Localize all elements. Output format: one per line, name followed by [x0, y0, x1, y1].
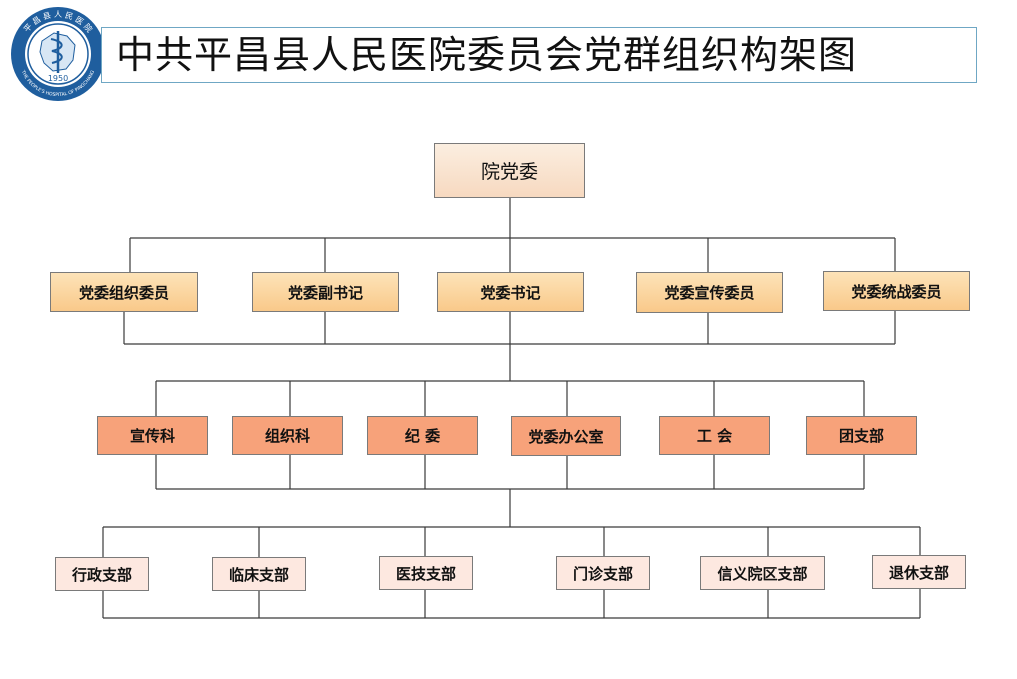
page-title: 中共平昌县人民医院委员会党群组织构架图	[116, 33, 858, 77]
hospital-logo: 平 昌 县 人 民 医 院 THE PEOPLE'S HOSPITAL OF P…	[9, 5, 107, 103]
node-root: 院党委	[434, 143, 585, 198]
node-l1-deputy-secretary: 党委副书记	[252, 272, 399, 312]
node-l3-retired-branch: 退休支部	[872, 555, 966, 589]
node-l3-administrative-branch: 行政支部	[55, 557, 149, 591]
node-l3-clinical-branch: 临床支部	[212, 557, 306, 591]
title-banner: 中共平昌县人民医院委员会党群组织构架图	[101, 27, 977, 83]
node-l1-organization-member: 党委组织委员	[50, 272, 198, 312]
node-l2-youth-league-branch: 团支部	[806, 416, 917, 455]
node-l2-discipline-committee: 纪 委	[367, 416, 478, 455]
node-l1-publicity-member: 党委宣传委员	[636, 272, 783, 313]
node-l1-party-secretary: 党委书记	[437, 272, 584, 312]
node-l2-publicity-dept: 宣传科	[97, 416, 208, 455]
node-l3-medical-tech-branch: 医技支部	[379, 556, 473, 590]
logo-year: 1950	[48, 74, 68, 83]
node-l3-outpatient-branch: 门诊支部	[556, 556, 650, 590]
node-l3-xinyi-campus-branch: 信义院区支部	[700, 556, 825, 590]
node-l1-united-front-member: 党委统战委员	[823, 271, 970, 311]
node-l2-party-office: 党委办公室	[511, 416, 621, 456]
node-l2-organization-dept: 组织科	[232, 416, 343, 455]
node-l2-trade-union: 工 会	[659, 416, 770, 455]
